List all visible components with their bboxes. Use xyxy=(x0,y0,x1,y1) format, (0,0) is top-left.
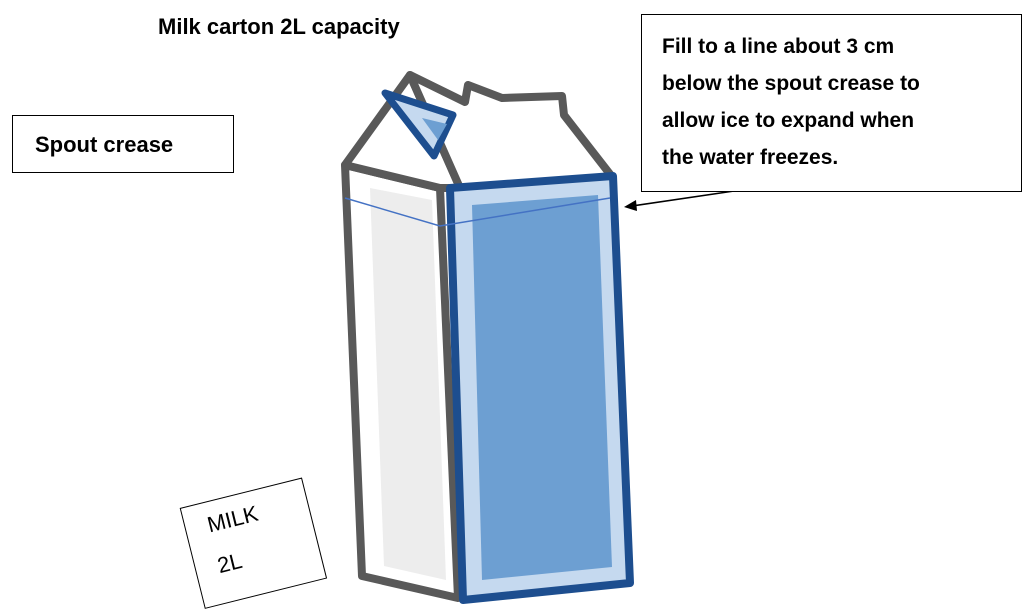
fill-instruction-line-4: the water freezes. xyxy=(662,146,838,170)
spout-crease-label: Spout crease xyxy=(35,132,173,158)
fill-arrowhead xyxy=(624,200,637,211)
label-card-line-1: MILK xyxy=(205,501,261,539)
fill-instruction-line-3: allow ice to expand when xyxy=(662,109,914,133)
label-card-line-2: 2L xyxy=(215,548,245,579)
fill-instruction-callout: Fill to a line about 3 cm below the spou… xyxy=(641,14,1022,192)
spout-crease-callout: Spout crease xyxy=(12,115,234,173)
fill-instruction-line-2: below the spout crease to xyxy=(662,72,920,96)
carton-front-panel xyxy=(472,195,612,580)
fill-instruction-line-1: Fill to a line about 3 cm xyxy=(662,35,894,59)
